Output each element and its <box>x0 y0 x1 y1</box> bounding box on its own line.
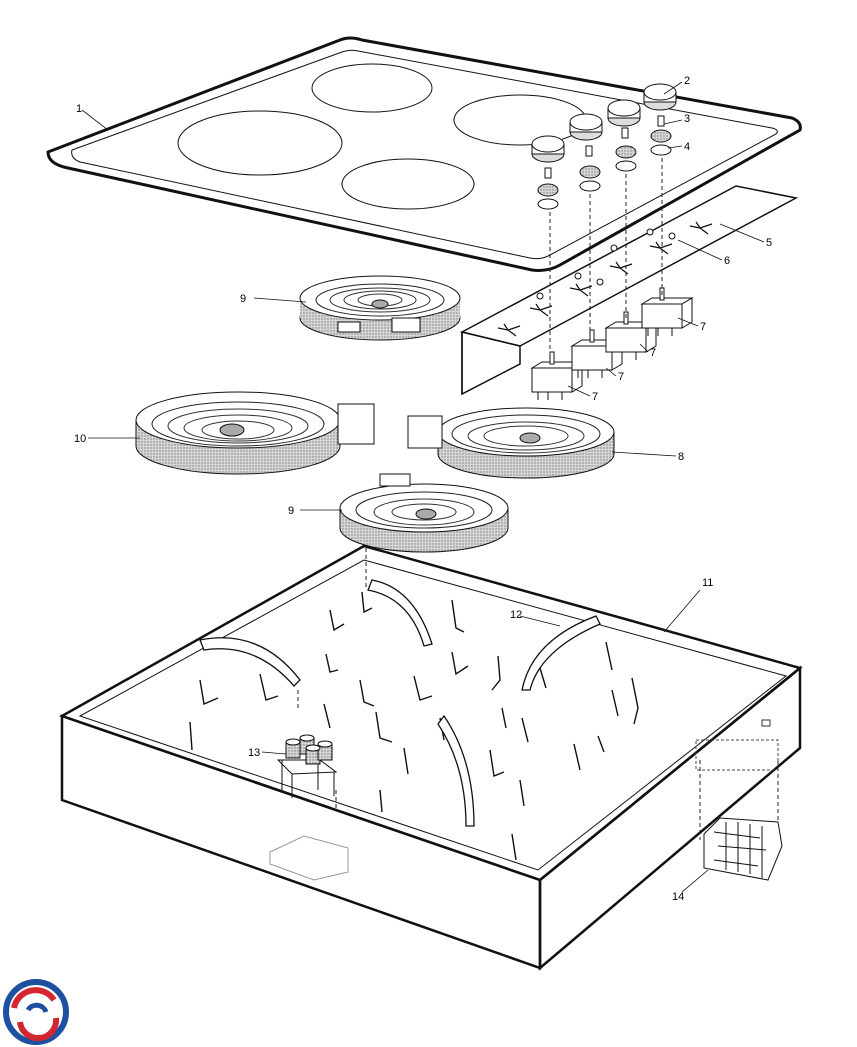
terminal-block <box>703 817 783 881</box>
radiant-element-large-left <box>135 391 375 475</box>
capacitor-block <box>276 734 338 798</box>
leader-lines <box>81 81 765 893</box>
ceramic-glass-hob <box>46 36 802 272</box>
callout-1: 1 <box>76 103 82 115</box>
cable-guides <box>199 579 601 827</box>
callout-7: 7 <box>592 391 598 403</box>
callout-6: 6 <box>724 255 730 267</box>
callout-10: 10 <box>74 433 86 445</box>
callout-7: 7 <box>618 371 624 383</box>
callout-9: 9 <box>288 505 294 517</box>
radiant-element-small-lower <box>339 473 509 553</box>
callout-9: 9 <box>240 293 246 305</box>
screws <box>536 228 676 300</box>
radiant-element-right <box>407 407 615 479</box>
switch-bracket <box>459 185 799 396</box>
radiant-element-small-upper <box>299 275 461 341</box>
callout-7: 7 <box>650 347 656 359</box>
base-tray <box>58 544 803 971</box>
callout-4: 4 <box>684 141 690 153</box>
callout-2: 2 <box>684 75 690 87</box>
callout-3: 3 <box>684 113 690 125</box>
knob-shafts-and-rings <box>537 115 672 210</box>
alignment-lines <box>297 158 779 840</box>
brand-swirl-logo <box>3 979 69 1045</box>
callout-8: 8 <box>678 451 684 463</box>
energy-regulators <box>530 287 694 400</box>
callout-11: 11 <box>702 577 713 589</box>
callout-14: 14 <box>672 891 684 903</box>
callout-12: 12 <box>510 609 522 621</box>
callout-7: 7 <box>700 321 706 333</box>
control-knobs <box>531 83 677 163</box>
callout-13: 13 <box>248 747 260 759</box>
callout-5: 5 <box>766 237 772 249</box>
